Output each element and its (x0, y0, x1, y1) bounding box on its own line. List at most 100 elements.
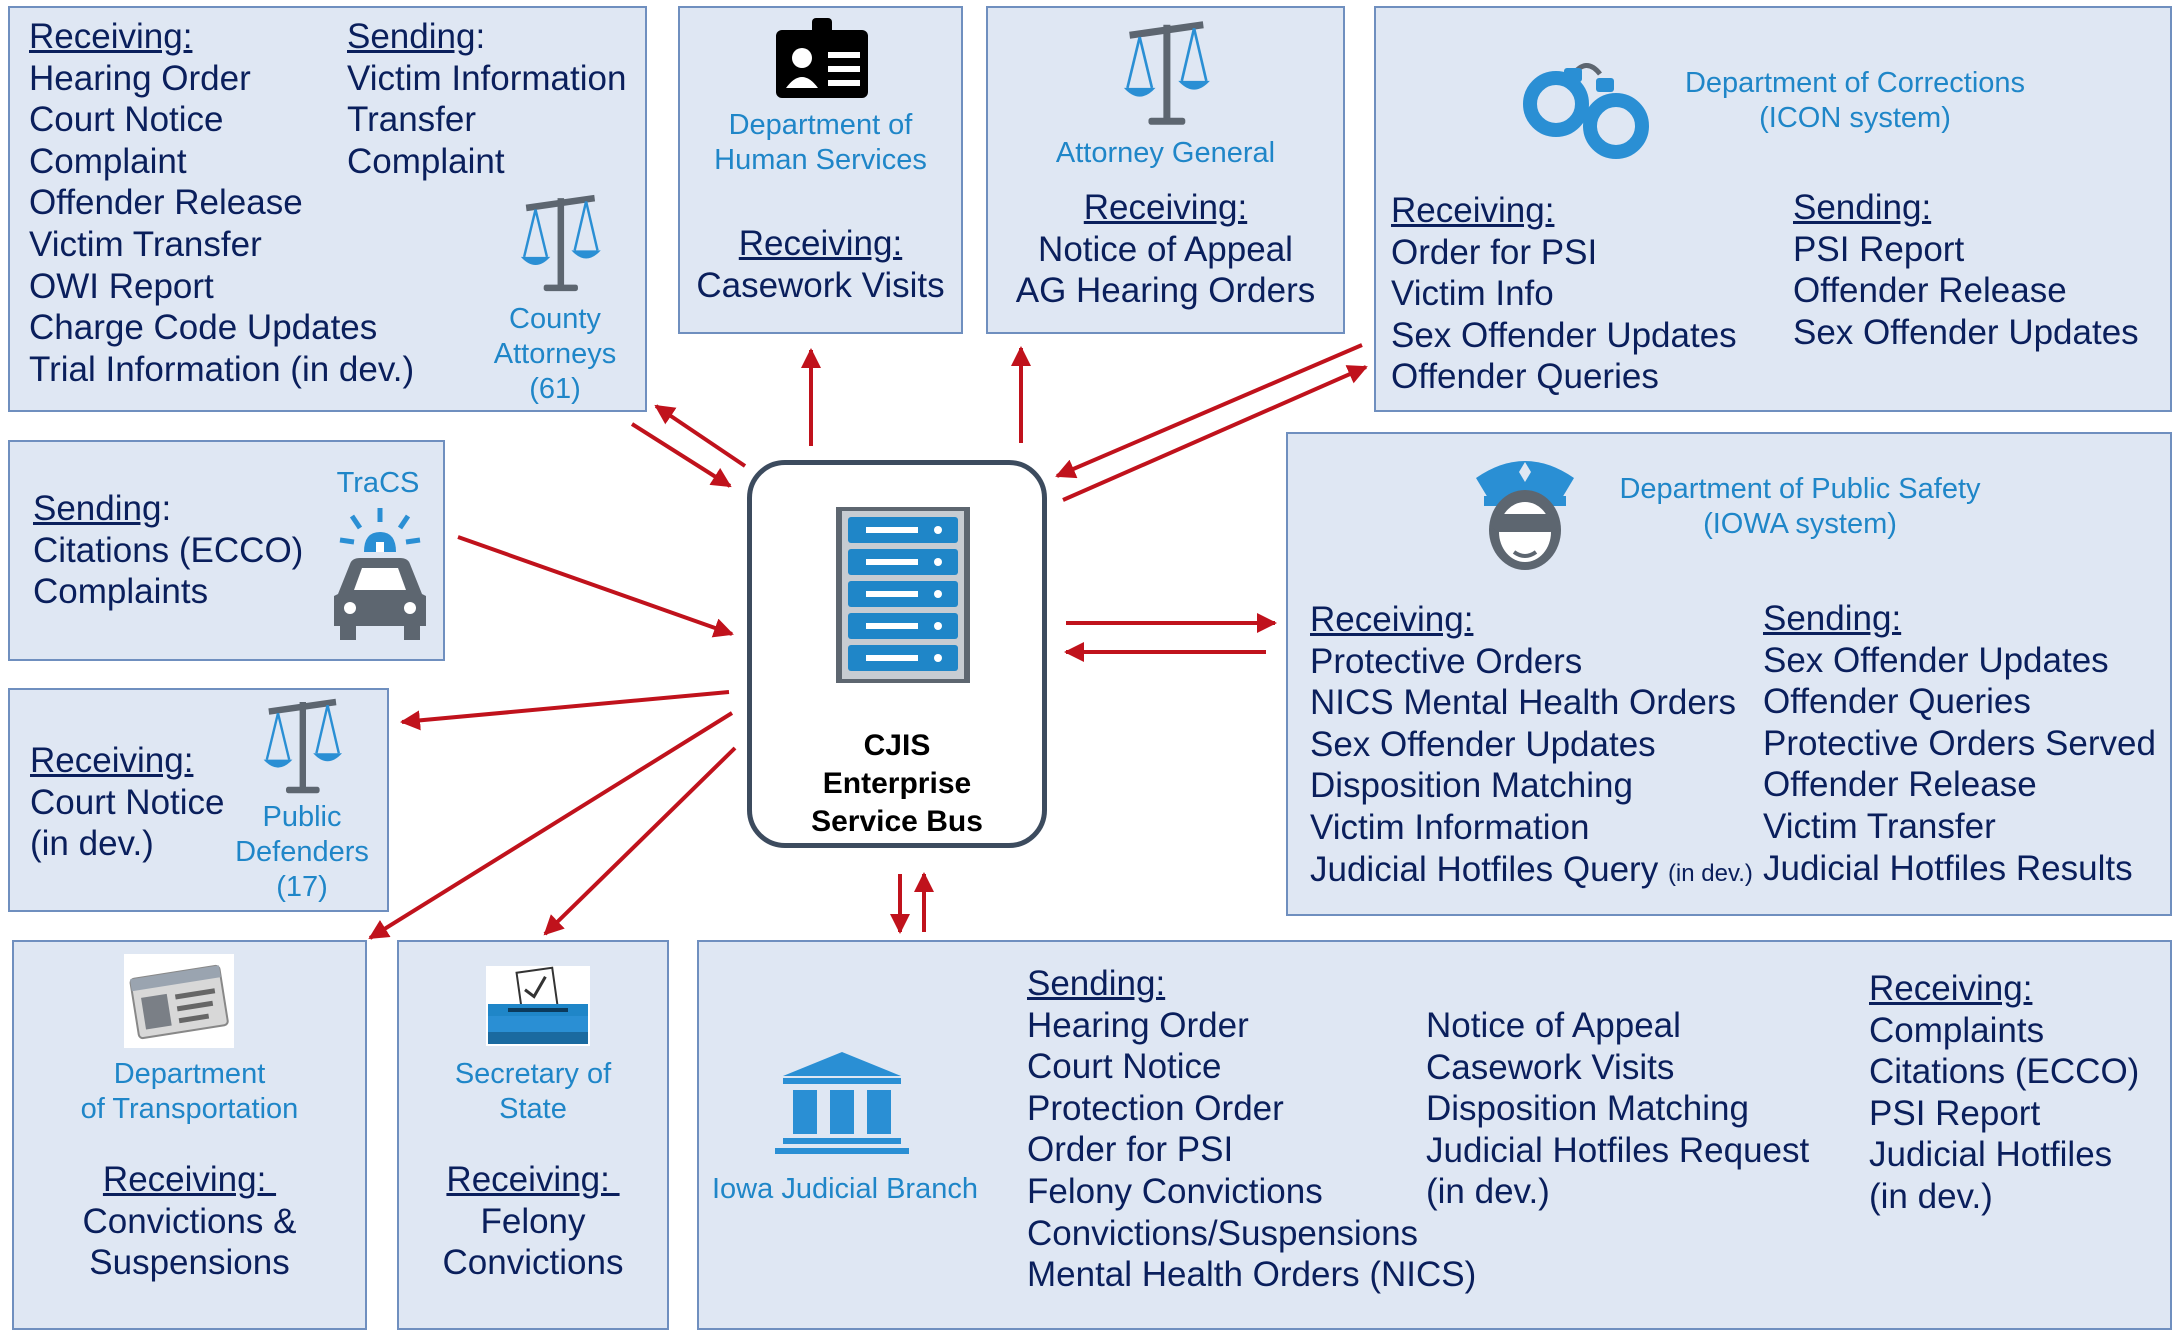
arrow-bus-to-corrections (1062, 365, 1368, 502)
tracs-sending-heading: Sending (33, 489, 162, 528)
judicial-branch-sending-item: Disposition Matching (1426, 1089, 1749, 1129)
judicial-branch-sending-item: Casework Visits (1426, 1047, 1675, 1087)
public-safety-box (1286, 432, 2172, 916)
corrections-sending: Sending: PSI Report Offender Release Sex… (1793, 187, 2139, 353)
judicial-branch-sending-item: Mental Health Orders (NICS) (1027, 1255, 1477, 1295)
attorney-general-name: Attorney General (988, 136, 1343, 171)
handcuffs-icon (1523, 63, 1649, 159)
public-safety-receiving-item: NICS Mental Health Orders (1310, 683, 1736, 723)
transportation-receiving-item: Convictions & (82, 1201, 297, 1241)
arrow-tracs-to-bus (457, 535, 734, 638)
county-attorneys-sending-item: Victim Information (347, 58, 627, 98)
arrow-bus-to-defenders (400, 690, 730, 731)
public-defenders-receiving-item: (in dev.) (30, 824, 154, 864)
county-attorneys-receiving-item: Court Notice (29, 100, 224, 140)
public-safety-sending-heading: Sending: (1763, 599, 1902, 638)
corrections-sending-item: Offender Release (1793, 271, 2067, 311)
public-safety-receiving-item-line: Judicial Hotfiles Query (in dev.) (1310, 849, 1753, 891)
arrow-bus-to-transportation (368, 711, 734, 940)
name-line: State (499, 1093, 567, 1125)
judicial-branch-receiving-item: PSI Report (1869, 1093, 2041, 1133)
corrections-sending-heading: Sending: (1793, 188, 1932, 227)
county-attorneys-sending-heading-line: Sending: (347, 16, 626, 58)
human-services-name: Department of Human Services (680, 108, 961, 178)
public-safety-sending-item: Protective Orders Served (1763, 723, 2156, 763)
human-services-receiving-heading: Receiving: (738, 224, 903, 263)
name-line: Human Services (714, 144, 927, 176)
tracs-sending-item: Citations (ECCO) (33, 530, 304, 570)
judicial-branch-sending-item: Felony Convictions (1027, 1171, 1323, 1211)
judicial-branch-sending-item: Order for PSI (1027, 1130, 1234, 1170)
corrections-name: Department of Corrections (ICON system) (1660, 66, 2050, 136)
cjis-service-bus: CJIS Enterprise Service Bus (747, 460, 1047, 848)
corrections-receiving-heading: Receiving: (1391, 191, 1555, 230)
human-services-receiving: Receiving: Casework Visits (680, 223, 961, 306)
public-safety-receiving-item: Victim Information (1310, 807, 1590, 847)
colon: : (475, 17, 486, 56)
transportation-receiving: Receiving: Convictions & Suspensions (14, 1159, 365, 1284)
public-safety-receiving-item: Disposition Matching (1310, 766, 1633, 806)
county-attorneys-receiving-item: Offender Release (29, 183, 303, 223)
corrections-receiving-item: Sex Offender Updates (1391, 315, 1737, 355)
judicial-branch-receiving: Receiving: Complaints Citations (ECCO) P… (1869, 968, 2139, 1218)
county-attorneys-receiving-heading: Receiving: (29, 17, 193, 56)
ballot-box-icon (486, 966, 590, 1046)
secretary-of-state-receiving-heading: Receiving: (446, 1160, 620, 1199)
cjis-title-line: Enterprise (822, 767, 972, 800)
public-safety-receiving-item: Protective Orders (1310, 641, 1583, 681)
secretary-of-state-receiving-item: Felony (480, 1201, 586, 1241)
name-line: (IOWA system) (1703, 508, 1897, 540)
police-car-icon (334, 508, 426, 640)
judicial-branch-sending-item: (in dev.) (1426, 1172, 1550, 1212)
arrow-corrections-to-bus (1055, 343, 1363, 479)
public-safety-sending-item: Offender Release (1763, 765, 2037, 805)
name-line: (61) (529, 373, 581, 405)
county-attorneys-sending-heading: Sending (347, 17, 476, 56)
county-attorneys-receiving-item: Trial Information (in dev.) (29, 349, 415, 389)
arrow-bus-to-county (654, 404, 747, 468)
public-safety-sending-item: Judicial Hotfiles Results (1763, 848, 2133, 888)
judicial-branch-sending-item: Convictions/Suspensions (1027, 1213, 1419, 1253)
transportation-receiving-item: Suspensions (89, 1243, 290, 1283)
judicial-branch-sending-item: Protection Order (1027, 1088, 1284, 1128)
public-safety-receiving-item: Judicial Hotfiles Query (1310, 849, 1659, 889)
cjis-title-line: CJIS (863, 729, 931, 762)
public-defenders-name: Public Defenders (17) (232, 800, 372, 905)
public-safety-receiving-heading: Receiving: (1310, 600, 1474, 639)
tracs-sending-item: Complaints (33, 572, 209, 612)
secretary-of-state-receiving: Receiving: Felony Convictions (399, 1159, 667, 1284)
public-defenders-receiving-heading: Receiving: (30, 741, 194, 780)
public-safety-sending-item: Sex Offender Updates (1763, 640, 2109, 680)
human-services-receiving-item: Casework Visits (696, 265, 945, 305)
public-safety-sending-item: Victim Transfer (1763, 806, 1996, 846)
county-attorneys-sending: Sending: Victim Information Transfer Com… (347, 16, 626, 182)
county-attorneys-sending-item: Complaint (347, 141, 505, 181)
cjis-title-line: Service Bus (811, 805, 983, 838)
judicial-branch-receiving-item: Judicial Hotfiles (1869, 1135, 2113, 1175)
tracs-sending: Sending: Citations (ECCO) Complaints (33, 488, 303, 613)
county-attorneys-receiving-item: Charge Code Updates (29, 308, 378, 348)
county-attorneys-receiving-item: Victim Transfer (29, 224, 262, 264)
name-line: Secretary of (454, 1058, 612, 1090)
attorney-general-receiving-item: Notice of Appeal (1038, 229, 1293, 269)
public-defenders-receiving: Receiving: Court Notice (in dev.) (30, 740, 225, 865)
judicial-branch-receiving-item: (in dev.) (1869, 1176, 1993, 1216)
judicial-branch-name: Iowa Judicial Branch (710, 1172, 980, 1207)
colon: : (161, 489, 172, 528)
name-line: Department (113, 1058, 266, 1090)
name-line: Department of Public Safety (1619, 473, 1981, 505)
secretary-of-state-receiving-item: Convictions (442, 1243, 624, 1283)
name-line: Department of (728, 109, 913, 141)
name-line: (ICON system) (1759, 102, 1951, 134)
county-attorneys-name: County Attorneys (61) (475, 302, 635, 407)
county-attorneys-receiving-item: Complaint (29, 141, 187, 181)
corrections-receiving-item: Offender Queries (1391, 357, 1659, 397)
judicial-branch-receiving-item: Complaints (1869, 1010, 2045, 1050)
public-safety-receiving: Receiving: Protective Orders NICS Mental… (1310, 599, 1753, 890)
judicial-branch-sending-col2: Notice of Appeal Casework Visits Disposi… (1426, 1005, 1809, 1213)
in-dev-note: (in dev.) (1667, 859, 1753, 887)
judicial-branch-sending-item: Judicial Hotfiles Request (1426, 1130, 1810, 1170)
judicial-branch-sending-heading: Sending: (1027, 964, 1166, 1003)
public-safety-sending: Sending: Sex Offender Updates Offender Q… (1763, 598, 2156, 889)
name-line: Department of Corrections (1684, 67, 2026, 99)
